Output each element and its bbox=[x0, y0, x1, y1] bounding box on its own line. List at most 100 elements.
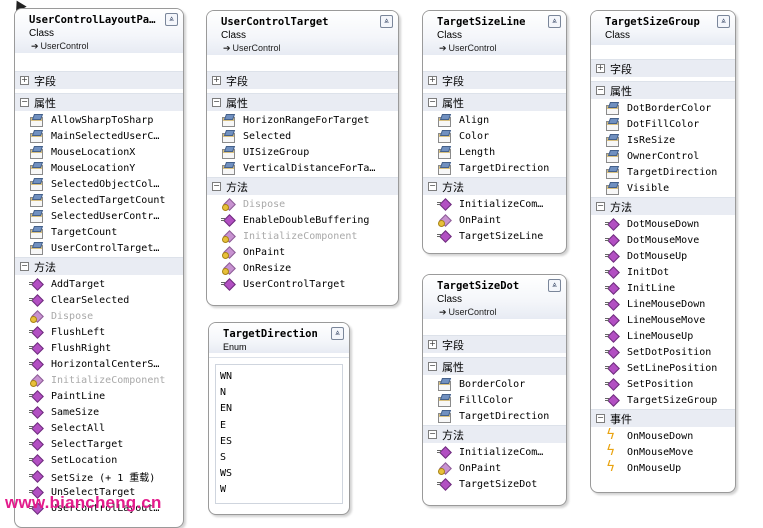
member-item[interactable]: IsReSize bbox=[591, 132, 735, 148]
collapse-minus-icon[interactable]: − bbox=[428, 361, 437, 371]
collapse-minus-icon[interactable]: − bbox=[596, 85, 605, 95]
member-item[interactable]: OwnerControl bbox=[591, 148, 735, 164]
member-item[interactable]: OnMouseUp bbox=[591, 459, 735, 476]
member-item[interactable]: EnableDoubleBuffering bbox=[207, 212, 398, 228]
member-item[interactable]: TargetSizeLine bbox=[423, 228, 566, 244]
member-item[interactable]: TargetDirection bbox=[423, 408, 566, 424]
member-item[interactable]: FlushRight bbox=[15, 340, 183, 356]
member-item[interactable]: InitializeCom… bbox=[423, 444, 566, 460]
class-box-usercontrollayoutpanel[interactable]: UserControlLayoutPa… Class ➔UserControl … bbox=[14, 8, 184, 528]
member-item[interactable]: Dispose bbox=[15, 308, 183, 324]
class-box-targetsizedot[interactable]: TargetSizeDot Class ➔UserControl ⩓ +字段 −… bbox=[422, 274, 567, 506]
member-item[interactable]: Dispose bbox=[207, 196, 398, 212]
member-item[interactable]: LineMouseUp bbox=[591, 328, 735, 344]
collapse-minus-icon[interactable]: − bbox=[20, 97, 29, 107]
member-item[interactable]: FlushLeft bbox=[15, 324, 183, 340]
member-item[interactable]: TargetDirection bbox=[423, 160, 566, 176]
member-item[interactable]: DotBorderColor bbox=[591, 100, 735, 116]
class-box-targetsizeline[interactable]: TargetSizeLine Class ➔UserControl ⩓ +字段 … bbox=[422, 10, 567, 254]
class-box-usercontroltarget[interactable]: UserControlTarget Class ➔UserControl ⩓ +… bbox=[206, 10, 399, 306]
section-fields[interactable]: +字段 bbox=[591, 59, 735, 77]
member-item[interactable]: UserControlTarget… bbox=[15, 240, 183, 256]
member-item[interactable]: LineMouseMove bbox=[591, 312, 735, 328]
member-item[interactable]: Visible bbox=[591, 180, 735, 196]
member-item[interactable]: SelectedObjectCol… bbox=[15, 176, 183, 192]
enum-value[interactable]: S bbox=[220, 451, 227, 463]
member-item[interactable]: AddTarget bbox=[15, 276, 183, 292]
section-methods[interactable]: −方法 bbox=[15, 257, 183, 275]
member-item[interactable]: InitLine bbox=[591, 280, 735, 296]
enum-value[interactable]: N bbox=[220, 387, 227, 399]
member-item[interactable]: VerticalDistanceForTa… bbox=[207, 160, 398, 176]
member-item[interactable]: OnPaint bbox=[423, 460, 566, 476]
section-methods[interactable]: −方法 bbox=[423, 425, 566, 443]
class-box-targetsizegroup[interactable]: TargetSizeGroup Class ⩓ +字段 −属性 DotBorde… bbox=[590, 10, 736, 493]
member-item[interactable]: DotMouseDown bbox=[591, 216, 735, 232]
member-item[interactable]: MouseLocationY bbox=[15, 160, 183, 176]
collapse-chevron-icon[interactable]: ⩓ bbox=[165, 13, 178, 26]
collapse-chevron-icon[interactable]: ⩓ bbox=[548, 15, 561, 28]
member-item[interactable]: InitializeComponent bbox=[207, 228, 398, 244]
member-item[interactable]: TargetSizeGroup bbox=[591, 392, 735, 408]
member-item[interactable]: DotFillColor bbox=[591, 116, 735, 132]
member-item[interactable]: PaintLine bbox=[15, 388, 183, 404]
expand-plus-icon[interactable]: + bbox=[20, 75, 29, 85]
enum-value[interactable]: W bbox=[220, 484, 227, 496]
member-item[interactable]: SelectTarget bbox=[15, 436, 183, 452]
section-methods[interactable]: −方法 bbox=[423, 177, 566, 195]
collapse-minus-icon[interactable]: − bbox=[428, 181, 437, 191]
member-item[interactable]: Color bbox=[423, 128, 566, 144]
section-methods[interactable]: −方法 bbox=[591, 197, 735, 215]
enum-value[interactable]: WN bbox=[220, 371, 233, 382]
member-item[interactable]: OnMouseMove bbox=[591, 443, 735, 460]
member-item[interactable]: MainSelectedUserC… bbox=[15, 128, 183, 144]
section-events[interactable]: −事件 bbox=[591, 409, 735, 427]
collapse-minus-icon[interactable]: − bbox=[428, 429, 437, 439]
collapse-minus-icon[interactable]: − bbox=[428, 97, 437, 107]
class-header[interactable]: TargetSizeGroup Class ⩓ bbox=[591, 11, 735, 45]
member-item[interactable]: TargetCount bbox=[15, 224, 183, 240]
member-item[interactable]: SetSize (+ 1 重载) bbox=[15, 468, 183, 484]
enum-value[interactable]: EN bbox=[220, 403, 233, 415]
section-fields[interactable]: +字段 bbox=[207, 71, 398, 89]
member-item[interactable]: SelectedTargetCount bbox=[15, 192, 183, 208]
collapse-minus-icon[interactable]: − bbox=[212, 181, 221, 191]
member-item[interactable]: UserControlLayout… bbox=[15, 500, 183, 516]
member-item[interactable]: UnSelectTarget bbox=[15, 484, 183, 500]
member-item[interactable]: SetPosition bbox=[591, 376, 735, 392]
member-item[interactable]: InitializeComponent bbox=[15, 372, 183, 388]
section-properties[interactable]: −属性 bbox=[423, 357, 566, 375]
member-item[interactable]: InitDot bbox=[591, 264, 735, 280]
member-item[interactable]: MouseLocationX bbox=[15, 144, 183, 160]
member-item[interactable]: AllowSharpToSharp bbox=[15, 112, 183, 128]
section-fields[interactable]: +字段 bbox=[423, 335, 566, 353]
collapse-minus-icon[interactable]: − bbox=[596, 201, 605, 211]
enum-header[interactable]: TargetDirection Enum ⩓ bbox=[209, 323, 349, 353]
section-properties[interactable]: −属性 bbox=[591, 81, 735, 99]
member-item[interactable]: OnResize bbox=[207, 260, 398, 276]
member-item[interactable]: OnMouseDown bbox=[591, 427, 735, 444]
collapse-chevron-icon[interactable]: ⩓ bbox=[548, 279, 561, 292]
member-item[interactable]: DotMouseUp bbox=[591, 248, 735, 264]
enum-box-targetdirection[interactable]: TargetDirection Enum ⩓ WN N EN E ES S WS… bbox=[208, 322, 350, 515]
member-item[interactable]: BorderColor bbox=[423, 376, 566, 392]
member-item[interactable]: SetDotPosition bbox=[591, 344, 735, 360]
member-item[interactable]: UserControlTarget bbox=[207, 276, 398, 292]
member-item[interactable]: SameSize bbox=[15, 404, 183, 420]
member-item[interactable]: LineMouseDown bbox=[591, 296, 735, 312]
member-item[interactable]: HorizontalCenterS… bbox=[15, 356, 183, 372]
expand-plus-icon[interactable]: + bbox=[428, 339, 437, 349]
member-item[interactable]: SelectedUserContr… bbox=[15, 208, 183, 224]
member-item[interactable]: TargetSizeDot bbox=[423, 476, 566, 492]
member-item[interactable]: UISizeGroup bbox=[207, 144, 398, 160]
member-item[interactable]: Selected bbox=[207, 128, 398, 144]
expand-plus-icon[interactable]: + bbox=[212, 75, 221, 85]
section-properties[interactable]: −属性 bbox=[207, 93, 398, 111]
section-fields[interactable]: +字段 bbox=[15, 71, 183, 89]
collapse-minus-icon[interactable]: − bbox=[212, 97, 221, 107]
member-item[interactable]: SetLinePosition bbox=[591, 360, 735, 376]
member-item[interactable]: SelectAll bbox=[15, 420, 183, 436]
member-item[interactable]: Length bbox=[423, 144, 566, 160]
enum-value[interactable]: E bbox=[220, 419, 227, 431]
member-item[interactable]: DotMouseMove bbox=[591, 232, 735, 248]
